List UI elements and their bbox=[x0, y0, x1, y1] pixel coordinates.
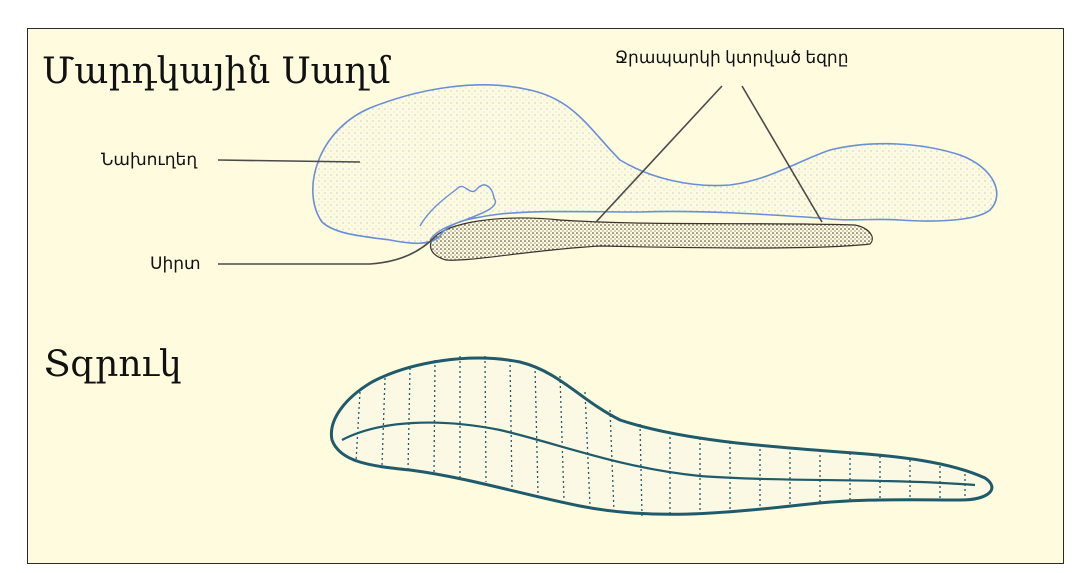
label-cut-edge: Ջրապարկի կտրված եզրը bbox=[615, 48, 848, 68]
leech-body bbox=[331, 358, 991, 514]
yolk-sac-cut-base bbox=[431, 218, 873, 260]
label-head-fold: Նախուղեղ bbox=[101, 150, 197, 170]
title-leech: Տզրուկ bbox=[44, 345, 182, 385]
embryo-body bbox=[313, 85, 997, 243]
human-embryo-drawing bbox=[313, 85, 997, 260]
title-human-embryo: Մարդկային Սաղմ bbox=[42, 52, 391, 92]
label-heart: Սիրտ bbox=[150, 254, 201, 274]
leech-drawing bbox=[331, 356, 991, 516]
